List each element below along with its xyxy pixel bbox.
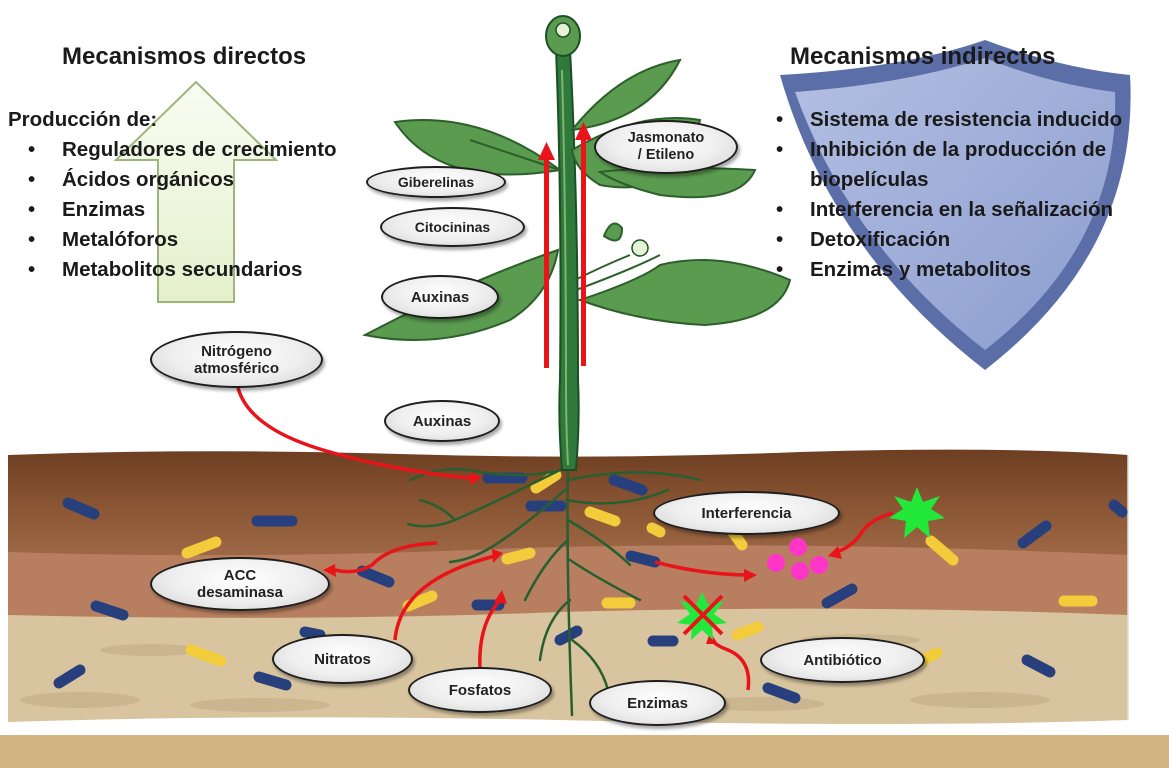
list-item: Enzimas y metabolitos — [776, 255, 1162, 285]
bacteria-blue — [625, 550, 661, 568]
signal-molecules — [767, 538, 828, 580]
plant-stem — [554, 49, 580, 471]
label-enzimas: Enzimas — [589, 680, 726, 726]
blocked-x-icon — [682, 594, 724, 636]
bacteria-blue — [1021, 654, 1056, 678]
label-citocininas: Citocininas — [380, 207, 525, 247]
plant-stem-inner — [561, 69, 569, 466]
label-interferencia: Interferencia — [653, 491, 840, 535]
direct-mechanisms-list: Producción de: Reguladores de crecimient… — [8, 105, 337, 285]
plant-bud — [545, 15, 649, 257]
bacteria-yellow — [925, 535, 959, 566]
bacteria-blue — [608, 474, 648, 496]
bacteria-yellow — [646, 522, 666, 538]
production-subtitle: Producción de: — [8, 108, 158, 131]
indirect-mechanisms-title: Mecanismos indirectos — [790, 43, 1056, 70]
bacteria-yellow — [731, 621, 764, 641]
pathogen-star-icon — [889, 487, 945, 538]
bacteria-blue — [1108, 499, 1128, 518]
label-auxinas-lower: Auxinas — [384, 400, 500, 442]
bacteria-yellow — [185, 644, 227, 667]
label-acc-desaminasa: ACC desaminasa — [150, 557, 330, 611]
bacteria-yellow — [181, 536, 222, 559]
bacteria-yellow — [584, 506, 621, 527]
label-auxinas-upper: Auxinas — [381, 275, 499, 319]
list-item: Metalóforos — [8, 225, 337, 255]
bacteria-yellow — [530, 469, 562, 494]
list-item: Detoxificación — [776, 225, 1162, 255]
list-item: Enzimas — [8, 195, 337, 225]
list-item: Reguladores de crecimiento — [8, 135, 337, 165]
label-fosfatos: Fosfatos — [408, 667, 552, 713]
label-nitrogeno-atmosferico: Nitrógeno atmosférico — [150, 331, 323, 388]
bacteria-blue — [821, 583, 858, 609]
label-antibiotico: Antibiótico — [760, 637, 925, 683]
bacteria-yellow — [402, 590, 438, 612]
bacteria-blue — [762, 682, 801, 704]
label-jasmonato-etileno: Jasmonato / Etileno — [594, 120, 738, 174]
list-item: Interferencia en la señalización — [776, 195, 1162, 225]
list-item: Ácidos orgánicos — [8, 165, 337, 195]
bacteria-blue — [53, 664, 86, 689]
bacteria-blue — [253, 671, 292, 691]
signal-arrows-up — [538, 122, 592, 368]
indirect-mechanisms-list: Sistema de resistencia inducido Inhibici… — [776, 105, 1162, 285]
direct-mechanisms-title: Mecanismos directos — [62, 43, 307, 70]
list-item: Inhibición de la producción de biopelícu… — [776, 135, 1162, 195]
bacteria-blue — [90, 600, 129, 621]
bottom-band — [0, 735, 1169, 768]
bacteria-yellow — [501, 547, 536, 565]
bacteria-blue — [62, 497, 100, 520]
label-nitratos: Nitratos — [272, 634, 413, 684]
bacteria-blue — [1017, 520, 1052, 549]
label-giberelinas: Giberelinas — [366, 166, 506, 198]
list-item: Metabolitos secundarios — [8, 255, 337, 285]
bacteria-blue — [356, 565, 395, 588]
list-item: Sistema de resistencia inducido — [776, 105, 1162, 135]
